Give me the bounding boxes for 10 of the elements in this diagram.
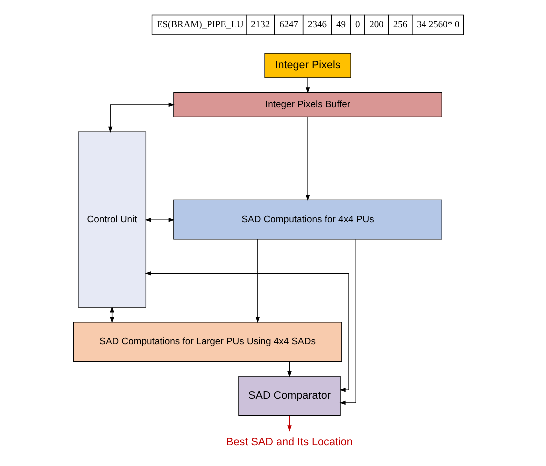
label: 256 <box>392 20 408 31</box>
node-text: Best SAD and Its Location <box>226 436 352 449</box>
label: 200 <box>369 20 384 31</box>
label: 6247 <box>279 20 298 31</box>
label: 2132 <box>250 20 270 31</box>
label: 49 <box>336 20 346 31</box>
label: 34 2560* 0 <box>416 20 460 31</box>
label: ES(BRAM)_PIPE_LU <box>156 20 244 31</box>
label: 0 <box>354 20 360 31</box>
label: 2346 <box>308 20 326 31</box>
